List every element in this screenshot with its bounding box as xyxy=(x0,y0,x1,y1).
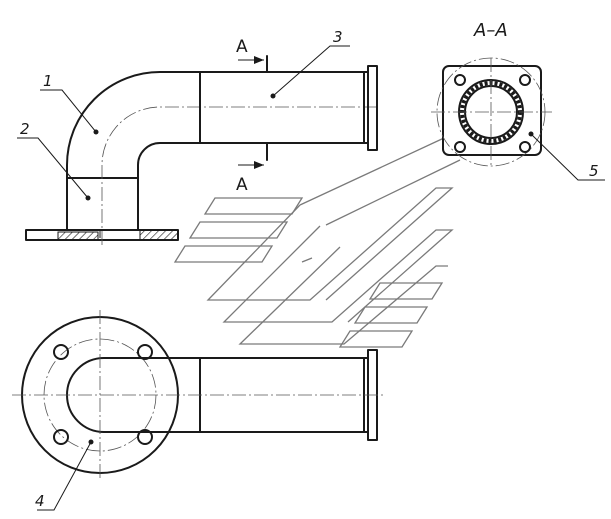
part-label-2: 2 xyxy=(20,120,30,138)
top-view xyxy=(25,55,380,245)
part-label-4: 4 xyxy=(35,492,45,510)
bottom-view xyxy=(12,310,385,480)
part-label-3: 3 xyxy=(333,28,343,46)
part-label-1: 1 xyxy=(43,72,53,90)
section-title: A–A xyxy=(473,20,508,41)
watermark-logo xyxy=(173,137,461,348)
part-label-5: 5 xyxy=(589,162,599,180)
section-marker-top: A xyxy=(236,37,248,57)
section-marker-bottom: A xyxy=(236,175,248,195)
section-view xyxy=(431,57,552,167)
leader-lines xyxy=(17,45,605,511)
